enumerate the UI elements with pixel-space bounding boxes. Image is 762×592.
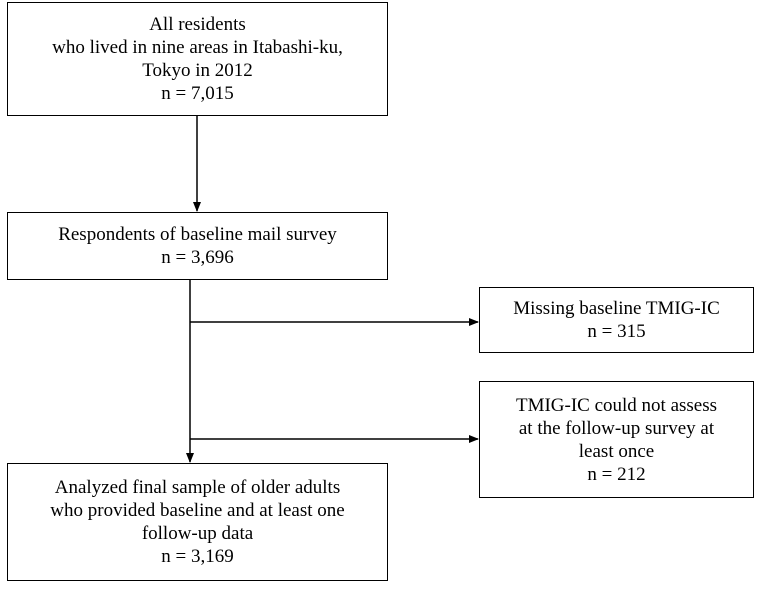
box-count: n = 315 bbox=[587, 321, 646, 342]
box-count: n = 3,169 bbox=[161, 546, 234, 567]
box-not-assessed: TMIG-IC could not assess at the follow-u… bbox=[479, 381, 754, 498]
box-count: n = 212 bbox=[587, 463, 646, 485]
box-text-line: Tokyo in 2012 bbox=[142, 60, 253, 81]
box-text-line: Analyzed final sample of older adults bbox=[54, 477, 341, 498]
box-text-line: All residents bbox=[149, 14, 246, 35]
box-respondents: Respondents of baseline mail survey n = … bbox=[7, 212, 388, 280]
box-count: n = 7,015 bbox=[161, 83, 234, 104]
box-text-line: follow-up data bbox=[141, 523, 254, 544]
box-count: n = 3,696 bbox=[161, 247, 234, 268]
box-text-line: least once bbox=[578, 440, 655, 462]
box-text-line: who lived in nine areas in Itabashi-ku, bbox=[52, 37, 343, 58]
box-text-line: Respondents of baseline mail survey bbox=[58, 224, 337, 245]
box-all-residents: All residents who lived in nine areas in… bbox=[7, 2, 388, 116]
box-text-line: Missing baseline TMIG-IC bbox=[513, 298, 720, 319]
box-text-line: at the follow-up survey at bbox=[518, 417, 715, 439]
box-text-line: who provided baseline and at least one bbox=[50, 500, 345, 521]
box-text-line: TMIG-IC could not assess bbox=[515, 394, 718, 416]
box-final-sample: Analyzed final sample of older adults wh… bbox=[7, 463, 388, 581]
box-missing-baseline: Missing baseline TMIG-IC n = 315 bbox=[479, 287, 754, 353]
